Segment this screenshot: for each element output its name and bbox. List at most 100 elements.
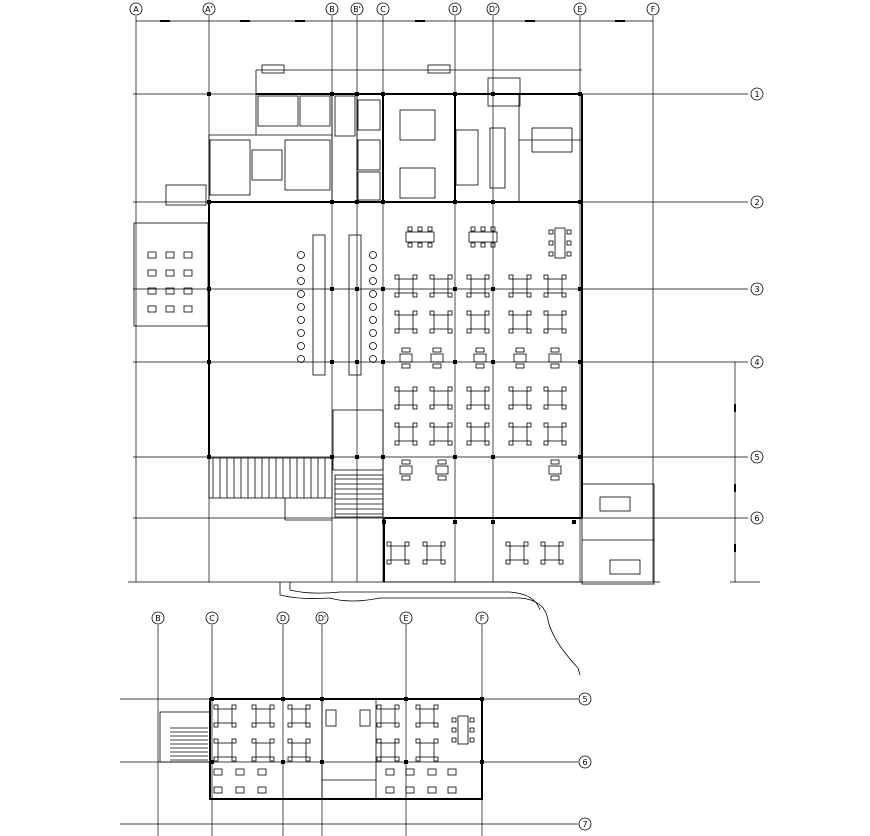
structural-column (207, 200, 211, 204)
chair (251, 704, 257, 710)
grid-axis-circle (202, 2, 216, 16)
utility-room (332, 409, 384, 471)
grid-axis-circle (315, 611, 329, 625)
small-table (447, 768, 457, 776)
chair (427, 226, 433, 232)
small-table (147, 305, 157, 313)
table-set (508, 386, 532, 410)
chair (394, 738, 400, 744)
table-set (405, 226, 435, 248)
table (547, 426, 563, 442)
chair (287, 704, 293, 710)
table-set (466, 422, 490, 446)
table-set (505, 541, 529, 565)
grid-axis-bubble: D (448, 2, 462, 16)
small-table (213, 768, 223, 776)
toilet-room (299, 95, 331, 127)
grid-axis-bubble: B (151, 611, 165, 625)
chair (415, 722, 421, 728)
chair (526, 274, 532, 280)
table (512, 426, 528, 442)
grid-axis-circle (399, 611, 413, 625)
chair (433, 738, 439, 744)
small-table (235, 768, 245, 776)
table-set (251, 704, 275, 728)
chair (561, 274, 567, 280)
chair (466, 274, 472, 280)
table (544, 545, 560, 561)
small-table (183, 269, 193, 277)
grid-axis-label: 2 (754, 198, 759, 207)
structural-column (572, 520, 576, 524)
chair (213, 756, 219, 762)
structural-column (210, 760, 214, 764)
chair (469, 737, 475, 743)
chair (287, 756, 293, 762)
table (430, 353, 444, 363)
chair (269, 756, 275, 762)
kitchen-counter (489, 127, 506, 189)
structural-column (491, 360, 495, 364)
chair (515, 347, 525, 353)
table (217, 742, 233, 758)
chair (447, 274, 453, 280)
chair (484, 440, 490, 446)
chair (508, 422, 514, 428)
table-set (415, 738, 439, 762)
chair (437, 475, 447, 481)
wall-rect (261, 64, 285, 74)
small-table (183, 287, 193, 295)
wall-rect (427, 64, 451, 74)
entrance-path (289, 582, 541, 611)
chair (508, 310, 514, 316)
table-set (508, 310, 532, 334)
chair (305, 738, 311, 744)
office-room (581, 483, 655, 585)
chair (251, 722, 257, 728)
structural-column (281, 760, 285, 764)
structural-column (453, 200, 457, 204)
table-set (213, 738, 237, 762)
table (419, 742, 435, 758)
chair (394, 756, 400, 762)
grid-axis-circle (750, 511, 764, 525)
buffet-counter (348, 234, 362, 376)
structural-column (578, 455, 582, 459)
table-set (394, 386, 418, 410)
structural-column (330, 455, 334, 459)
stool (369, 251, 377, 259)
table (513, 353, 527, 363)
chair (466, 310, 472, 316)
chair (451, 737, 457, 743)
grid-axis-label: B (329, 5, 335, 14)
table-set (548, 347, 562, 369)
structural-column (491, 455, 495, 459)
table-set (376, 704, 400, 728)
stool (297, 251, 305, 259)
chair (231, 704, 237, 710)
structural-column (404, 697, 408, 701)
structural-column (381, 92, 385, 96)
chair (466, 386, 472, 392)
grid-axis-circle (475, 611, 489, 625)
stool (369, 290, 377, 298)
grid-axis-label: 6 (754, 514, 759, 523)
chair (401, 347, 411, 353)
small-table (147, 269, 157, 277)
chair (386, 541, 392, 547)
table (390, 545, 406, 561)
annex-room (133, 222, 209, 327)
stool (297, 277, 305, 285)
chair (305, 756, 311, 762)
grid-axis-bubble: 5 (750, 450, 764, 464)
chair (543, 422, 549, 428)
chair (412, 404, 418, 410)
table-set (429, 274, 453, 298)
chair (484, 404, 490, 410)
grid-axis-circle (573, 2, 587, 16)
toilet-room (257, 95, 299, 127)
chair (470, 242, 476, 248)
grid-axis-bubble: D (276, 611, 290, 625)
toilet-room (325, 709, 337, 727)
